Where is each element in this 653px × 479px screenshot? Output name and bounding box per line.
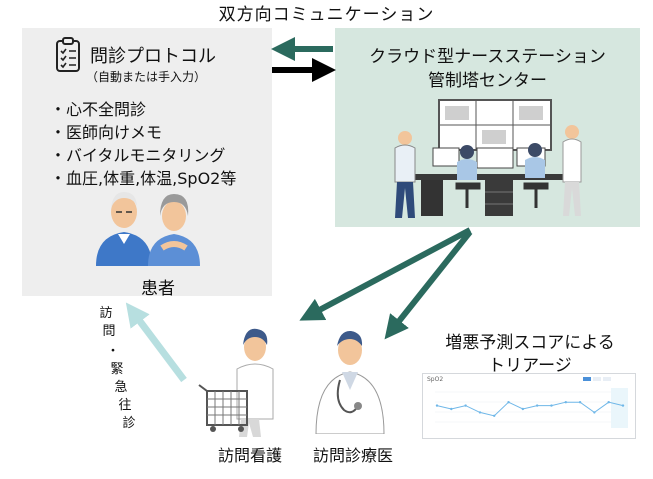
visit-label: 訪 問 ・ 緊 急 往 診	[86, 300, 176, 440]
arrow-to-nurse	[299, 227, 472, 321]
doctor-illustration	[315, 330, 385, 434]
doctor-label: 訪問診療医	[313, 446, 394, 465]
nurse-label: 訪問看護	[218, 446, 283, 465]
thumbnail-point	[578, 401, 582, 404]
thumbnail-point	[564, 401, 567, 404]
visit-char: 問	[102, 324, 116, 339]
thumbnail-point	[435, 404, 439, 407]
control-center-illustration	[394, 99, 582, 218]
thumbnail-point	[593, 411, 596, 414]
visit-char: 診	[122, 416, 136, 431]
thumbnail-plot	[435, 377, 628, 428]
thumbnail-point	[535, 404, 539, 407]
thumbnail-point	[493, 414, 496, 417]
nurse-illustration	[198, 328, 274, 437]
protocol-item: ・血圧,体重,体温,SpO2等	[50, 169, 237, 188]
center-title-line2: 管制塔センター	[428, 71, 547, 91]
thumbnail-point	[521, 407, 525, 411]
thumbnail-point	[550, 404, 553, 407]
protocol-item: ・バイタルモニタリング	[50, 146, 226, 165]
visit-char: 緊	[110, 362, 124, 377]
thumbnail-point	[621, 404, 625, 407]
spo2-chart-thumbnail: SpO2	[422, 373, 636, 439]
triage-title-line2: トリアージ	[488, 356, 572, 376]
thumbnail-point	[450, 407, 453, 411]
visit-char: 往	[118, 398, 132, 413]
clipboard-icon	[56, 37, 80, 72]
visit-char: ・	[106, 344, 120, 359]
protocol-title: 問診プロトコル	[90, 46, 216, 67]
diagram-title: 双方向コミュニケーション	[218, 5, 435, 25]
patient-label: 患者	[141, 279, 175, 299]
protocol-item: ・心不全問診	[50, 100, 147, 119]
visit-char: 訪	[99, 306, 113, 321]
triage-title-line1: 増悪予測スコアによる	[445, 333, 615, 353]
patients-illustration	[96, 192, 200, 266]
thumbnail-point	[478, 411, 482, 414]
visit-char: 急	[114, 380, 128, 395]
thumbnail-point	[464, 404, 467, 407]
thumbnail-point	[607, 401, 610, 404]
protocol-subtitle: （自動または手入力）	[86, 70, 207, 84]
thumbnail-point	[507, 401, 510, 404]
protocol-item: ・医師向けメモ	[50, 123, 163, 142]
thumbnail-label: SpO2	[427, 376, 444, 383]
center-title-line1: クラウド型ナースステーション	[369, 47, 606, 67]
arrow-to-doctor	[384, 230, 473, 340]
arrow-to-patient	[125, 302, 187, 383]
